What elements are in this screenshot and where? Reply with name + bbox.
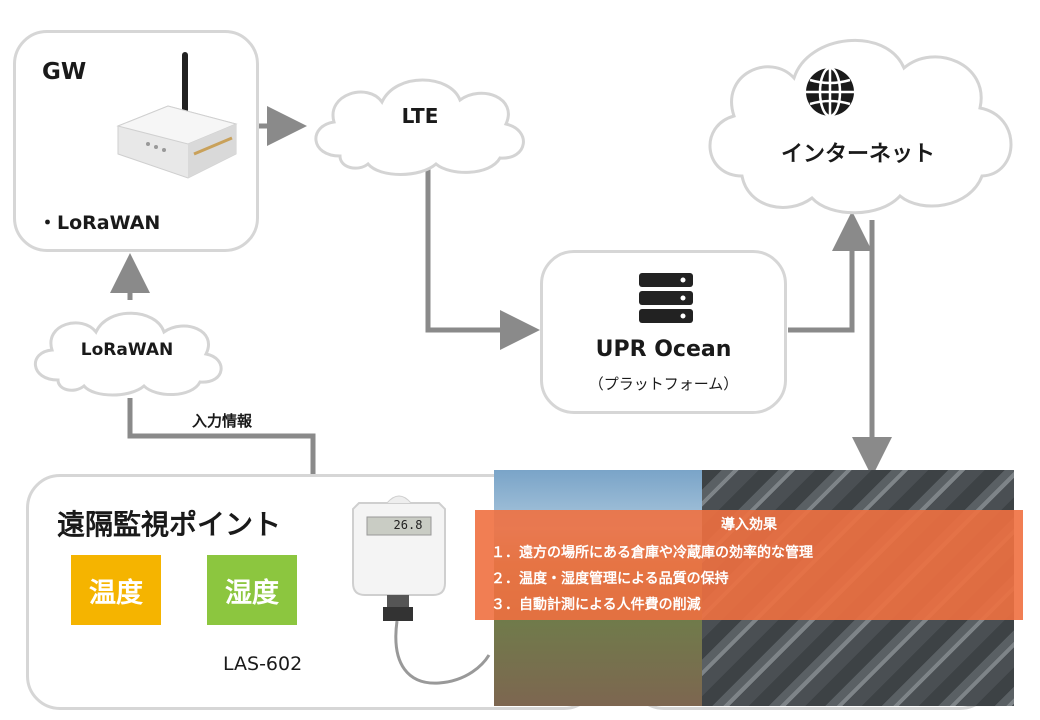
lorawan-cloud: LoRaWAN [22, 300, 232, 400]
upr-ocean-box: UPR Ocean （プラットフォーム） [540, 250, 787, 414]
effects-item-1: １．遠方の場所にある倉庫や冷蔵庫の効率的な管理 [491, 545, 813, 561]
gw-title: GW [42, 59, 87, 85]
input-info-label: 入力情報 [192, 412, 253, 430]
sensor-display-value: 26.8 [393, 518, 423, 532]
remote-title: 遠隔監視ポイント [57, 508, 282, 541]
lorawan-cloud-label: LoRaWAN [80, 340, 174, 360]
humidity-tag: 湿度 [207, 555, 297, 625]
effects-title: 導入効果 [721, 517, 777, 533]
temperature-tag: 温度 [71, 555, 161, 625]
internet-label: インターネット [780, 142, 935, 167]
effects-item-3: ３．自動計測による人件費の削減 [491, 597, 701, 613]
effects-overlay: 導入効果 １．遠方の場所にある倉庫や冷蔵庫の効率的な管理 ２．温度・湿度管理によ… [475, 510, 1023, 620]
upr-subtitle: （プラットフォーム） [588, 375, 739, 393]
effects-item-2: ２．温度・湿度管理による品質の保持 [491, 571, 729, 587]
sensor-device-image: 26.8 [349, 489, 499, 695]
globe-icon [804, 66, 856, 118]
gw-protocol: ・LoRaWAN [38, 212, 161, 234]
lte-to-upr-arrow [425, 168, 540, 350]
lte-cloud: LTE [300, 64, 540, 182]
lte-label: LTE [401, 104, 439, 128]
upr-to-internet-arrow [788, 211, 872, 333]
gw-box: GW ・LoRaWAN [13, 30, 259, 252]
server-icon [639, 273, 693, 323]
upr-title: UPR Ocean [595, 337, 732, 362]
internet-cloud: インターネット [690, 16, 1026, 222]
device-model-label: LAS-602 [223, 653, 303, 675]
remote-to-lorawan-line [127, 398, 316, 476]
gateway-device-image [108, 48, 248, 188]
